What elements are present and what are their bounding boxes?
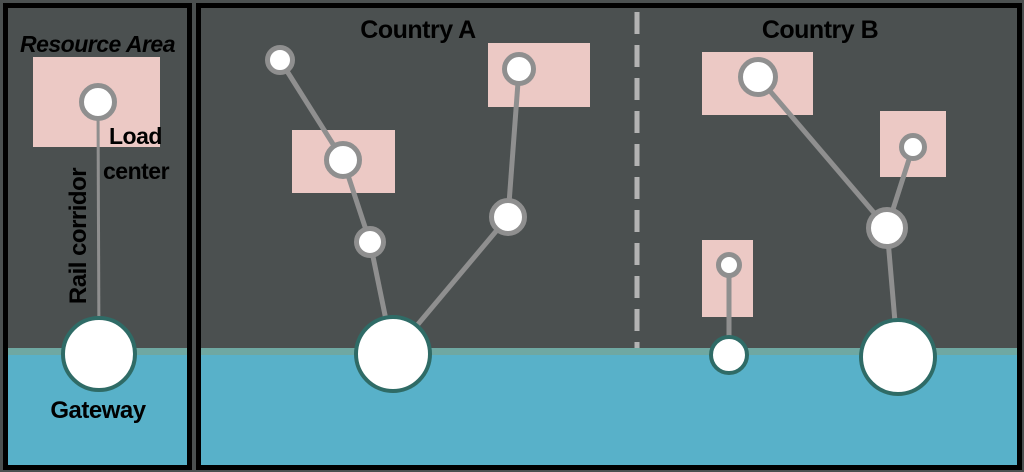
load-center-node [866,207,908,249]
load-center-node [502,52,536,86]
gateway-label: Gateway [50,397,146,424]
gateway-node [859,318,937,396]
load-center-node [899,133,927,161]
load-center-node [324,141,362,179]
country-b-title: Country B [761,16,879,44]
gateway-node [709,335,749,375]
map-panel: Country A Country B [196,3,1022,470]
gateway-node [354,315,432,393]
load-center-node [738,57,778,97]
map-diagram [201,12,1017,465]
legend-panel: Resource Area Load center Rail corridor … [3,3,192,470]
rail-corridor-line [756,75,889,230]
load-center-node [354,226,386,258]
legend-diagram [8,57,187,465]
load-center-node [79,83,117,121]
load-center-node [716,252,742,278]
load-center-label-line1: Load [109,123,162,149]
gateway-node [61,316,137,392]
load-center-node [489,198,527,236]
rail-corridor-label: Rail corridor [65,167,92,305]
load-center-node [265,45,295,75]
rail-corridor-line [96,101,101,355]
rail-corridor-line [277,58,346,162]
country-a-title: Country A [360,16,476,44]
shoreline [201,348,1017,355]
load-center-label-line2: center [103,158,170,184]
legend-title: Resource Area [19,31,176,57]
rail-corridor-line [505,68,522,218]
